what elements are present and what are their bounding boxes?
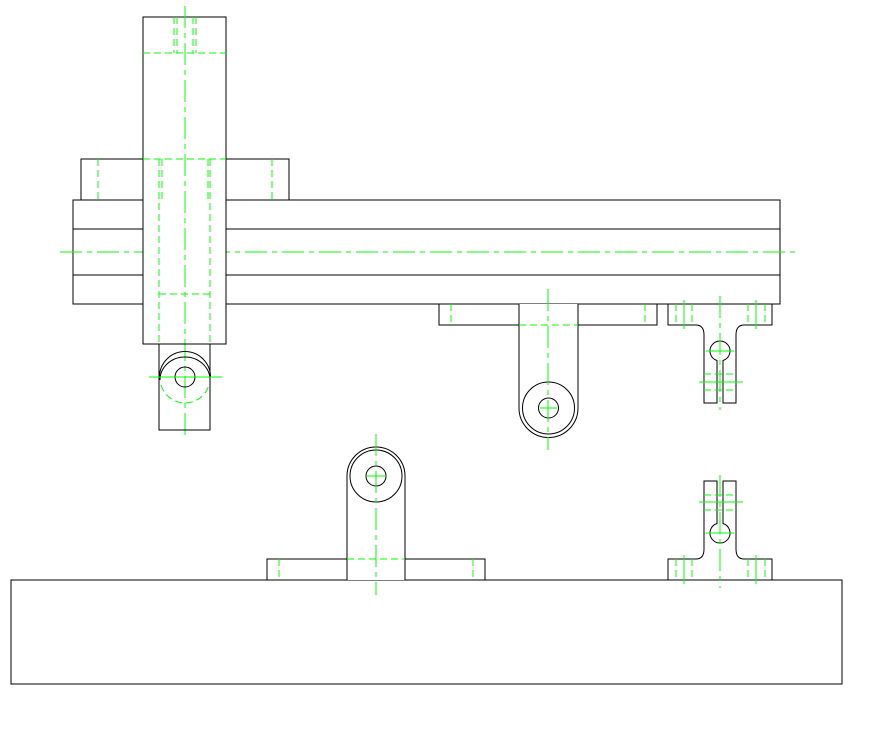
hanging-link xyxy=(438,289,658,450)
lower-clevis xyxy=(667,475,773,588)
upper-clevis xyxy=(667,296,773,410)
clevis-outline xyxy=(667,480,773,581)
base-block xyxy=(10,579,843,685)
column-lower-block xyxy=(149,343,222,431)
standing-bracket xyxy=(266,434,486,595)
arc-outer xyxy=(159,351,211,378)
vertical-column xyxy=(142,6,227,440)
lower-block-outline xyxy=(158,343,211,431)
clevis-outline xyxy=(667,303,773,404)
arc-inner xyxy=(159,356,211,381)
hidden-arc xyxy=(160,384,210,404)
